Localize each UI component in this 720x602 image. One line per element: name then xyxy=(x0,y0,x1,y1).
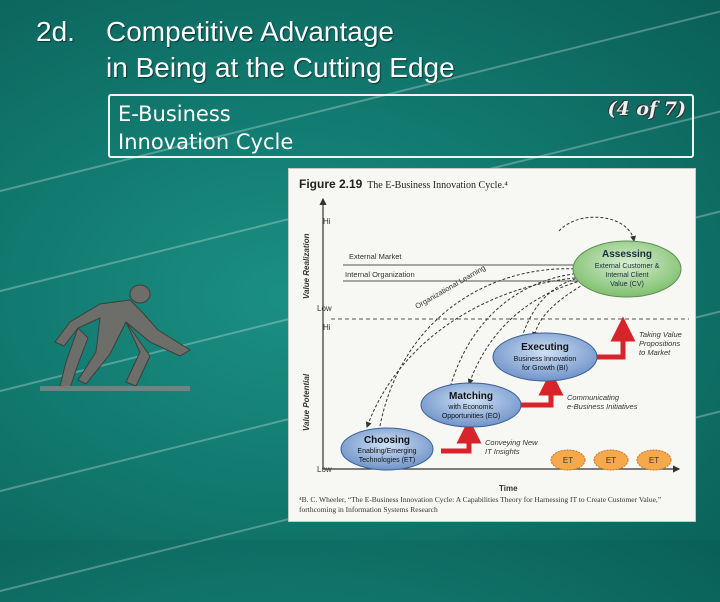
et-label-2: ET xyxy=(606,456,616,465)
subtitle-line-1: E-Business xyxy=(118,100,293,128)
arrow-top-loop xyxy=(559,217,634,241)
red-arrow-choosing-matching xyxy=(441,431,469,451)
innovation-cycle-diagram: Value Realization Value Potential Hi Low… xyxy=(289,169,697,499)
assessing-line-3: Value (CV) xyxy=(610,281,644,288)
conveying-line-1: Conveying New xyxy=(485,438,538,447)
low-label-top: Low xyxy=(317,304,332,313)
assessing-line-2: Internal Client xyxy=(605,272,648,279)
communicating-line-2: e-Business Initiatives xyxy=(567,402,638,411)
taking-value-line-2: Propositions xyxy=(639,339,681,348)
low-label-bottom: Low xyxy=(317,465,332,474)
hi-label-top: Hi xyxy=(323,217,331,226)
axis-label-value-potential: Value Potential xyxy=(302,373,311,431)
subtitle: E-Business Innovation Cycle xyxy=(118,100,293,156)
matching-title: Matching xyxy=(449,391,493,402)
taking-value-line-3: to Market xyxy=(639,348,671,357)
executing-line-2: for Growth (BI) xyxy=(522,365,568,372)
et-label-1: ET xyxy=(563,456,573,465)
org-learning-label: Organizational Learning xyxy=(414,263,487,311)
runner-illustration xyxy=(30,282,200,402)
assessing-title: Assessing xyxy=(602,249,652,260)
page-indicator: (4 of 7) xyxy=(608,98,687,120)
choosing-line-2: Technologies (ET) xyxy=(359,457,415,464)
time-label: Time xyxy=(499,484,518,493)
internal-org-label: Internal Organization xyxy=(345,270,415,279)
title-line-2: in Being at the Cutting Edge xyxy=(106,50,455,86)
figure-footnote: ⁴B. C. Wheeler, “The E-Business Innovati… xyxy=(299,495,689,515)
subtitle-line-2: Innovation Cycle xyxy=(118,128,293,156)
matching-line-1: with Economic xyxy=(447,404,494,411)
taking-value-line-1: Taking Value xyxy=(639,330,682,339)
assessing-line-1: External Customer & xyxy=(595,263,660,270)
arrow-assessing-executing xyxy=(534,281,589,337)
subtitle-box: E-Business Innovation Cycle (4 of 7) xyxy=(108,94,694,158)
axis-label-value-realization: Value Realization xyxy=(302,233,311,299)
et-label-3: ET xyxy=(649,456,659,465)
choosing-title: Choosing xyxy=(364,435,410,446)
title-line-1: Competitive Advantage xyxy=(106,14,394,50)
choosing-line-1: Enabling/Emerging xyxy=(357,448,416,455)
figure-panel: Figure 2.19 The E-Business Innovation Cy… xyxy=(288,168,696,522)
conveying-line-2: IT Insights xyxy=(485,447,520,456)
hi-label-bottom: Hi xyxy=(323,323,331,332)
executing-title: Executing xyxy=(521,342,569,353)
executing-line-1: Business Innovation xyxy=(514,356,577,363)
communicating-line-1: Communicating xyxy=(567,393,620,402)
title-number: 2d. xyxy=(36,14,75,50)
external-market-label: External Market xyxy=(349,252,402,261)
matching-line-2: Opportunities (EO) xyxy=(442,413,500,420)
